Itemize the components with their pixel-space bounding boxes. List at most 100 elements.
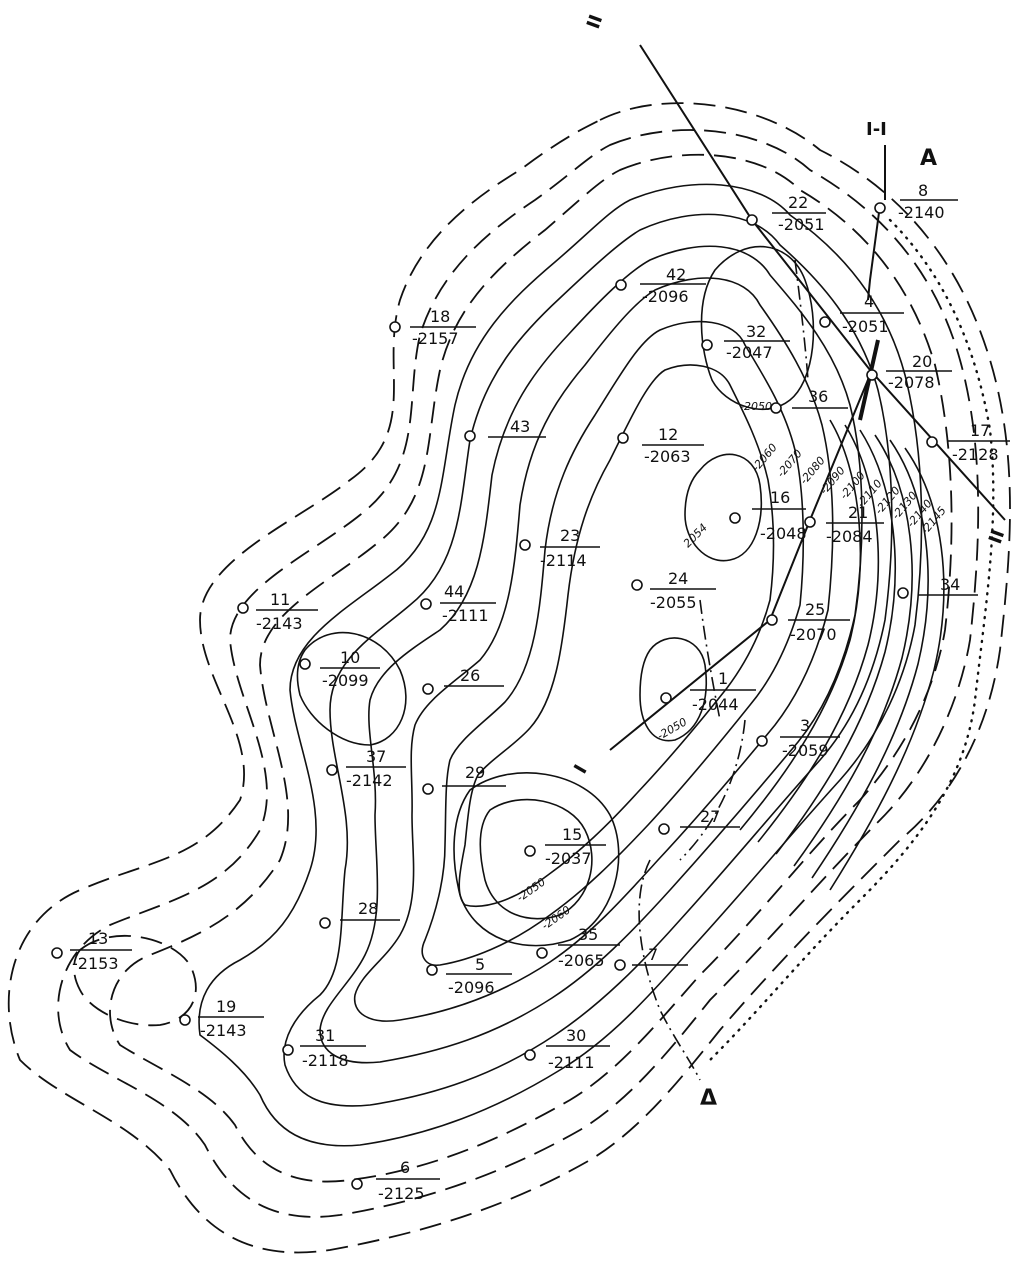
well-3: 3 -2059	[756, 716, 840, 760]
well-elevation: -2114	[540, 551, 587, 570]
well-number: 22	[788, 193, 808, 212]
well-number: 10	[340, 648, 360, 667]
well-37: 37 -2142	[326, 747, 406, 790]
contour-label: -2050	[740, 400, 772, 413]
well-elevation: -2099	[322, 671, 369, 690]
well-elevation: -2157	[412, 329, 459, 348]
fault-line	[679, 719, 746, 861]
contour-closure-16	[684, 453, 762, 562]
well-number: 13	[88, 929, 108, 948]
well-34: 34	[897, 575, 978, 599]
well-marker	[926, 436, 938, 448]
well-number: 44	[444, 582, 464, 601]
well-number: 6	[400, 1158, 410, 1177]
well-number: 27	[700, 807, 720, 826]
well-30: 30 -2111	[524, 1026, 610, 1072]
well-elevation: -2051	[842, 317, 889, 336]
well-marker	[464, 430, 476, 442]
well-marker	[524, 1049, 536, 1061]
contour-line	[109, 153, 953, 1183]
well-elevation: -2118	[302, 1051, 349, 1070]
well-elevation: -2140	[898, 203, 945, 222]
well-marker	[422, 683, 434, 695]
well-6: 6 -2125	[351, 1158, 440, 1203]
well-number: 17	[970, 421, 990, 440]
section-label-1-left: I	[570, 761, 592, 777]
well-marker	[658, 823, 670, 835]
well-1: 1 -2044	[660, 669, 756, 714]
contour-line	[458, 364, 775, 907]
well-marker	[766, 614, 778, 626]
well-marker	[804, 516, 816, 528]
contour-line	[775, 429, 896, 855]
well-22: 22 -2051	[746, 193, 826, 234]
well-number: 25	[805, 600, 825, 619]
well-number: 23	[560, 526, 580, 545]
well-8: 8 -2140	[874, 181, 958, 222]
well-number: 28	[358, 899, 378, 918]
well-marker	[326, 764, 338, 776]
well-elevation: -2111	[548, 1053, 595, 1072]
well-number: 37	[366, 747, 386, 766]
well-43: 43	[464, 417, 546, 442]
well-number: 4	[864, 292, 874, 311]
well-marker	[746, 214, 758, 226]
well-number: 20	[912, 352, 932, 371]
well-23: 23 -2114	[519, 526, 600, 570]
contour-line	[353, 277, 834, 1022]
well-elevation: -2037	[545, 849, 592, 868]
well-number: 5	[475, 955, 485, 974]
section-line-2	[639, 44, 1006, 521]
well-marker	[617, 432, 629, 444]
well-elevation: -2096	[642, 287, 689, 306]
well-number: 21	[848, 503, 868, 522]
well-elevation: -2153	[72, 954, 119, 973]
well-marker	[420, 598, 432, 610]
well-11: 11 -2143	[237, 590, 318, 633]
contour-line	[829, 447, 945, 891]
well-26: 26	[422, 666, 504, 695]
contour-closure-15-outer	[453, 772, 620, 947]
fault-line	[699, 599, 721, 721]
contour-line	[811, 439, 929, 879]
well-4: 4 -2051	[819, 292, 904, 336]
contour-line	[421, 320, 805, 966]
well-number: 36	[808, 387, 828, 406]
well-elevation: -2051	[778, 215, 825, 234]
well-number: 11	[270, 590, 290, 609]
well-elevation: -2096	[448, 978, 495, 997]
well-elevation: -2063	[644, 447, 691, 466]
section-line-1	[609, 374, 871, 751]
contour-closure-10	[296, 631, 407, 746]
well-number: 3	[800, 716, 810, 735]
well-21: 21 -2084	[804, 503, 884, 546]
section-lines	[609, 44, 1006, 751]
well-marker	[389, 321, 401, 333]
well-marker	[615, 279, 627, 291]
well-marker	[319, 917, 331, 929]
contour-line	[793, 434, 913, 867]
well-elevation: -2078	[888, 373, 935, 392]
well-elevation: -2084	[826, 527, 873, 546]
contour-closure-32	[700, 245, 815, 410]
well-number: 30	[566, 1026, 586, 1045]
well-32: 32 -2047	[701, 322, 790, 362]
well-marker	[237, 602, 249, 614]
well-44: 44 -2111	[420, 582, 496, 625]
contour-closure-13	[73, 934, 197, 1027]
contour-line	[283, 213, 893, 1107]
well-marker	[426, 964, 438, 976]
well-marker	[631, 579, 643, 591]
well-marker	[819, 316, 831, 328]
well-elevation: -2125	[378, 1184, 425, 1203]
well-number: 34	[940, 575, 960, 594]
fault-line	[638, 859, 701, 1081]
well-25: 25 -2070	[766, 600, 850, 644]
section-label-2-bottom: II	[985, 527, 1009, 547]
well-number: 42	[666, 265, 686, 284]
section-labels: II II I-I I A Δ	[570, 12, 1009, 1111]
well-elevation: -2048	[760, 524, 807, 543]
point-label-a: A	[920, 146, 937, 171]
well-elevation: -2142	[346, 771, 393, 790]
